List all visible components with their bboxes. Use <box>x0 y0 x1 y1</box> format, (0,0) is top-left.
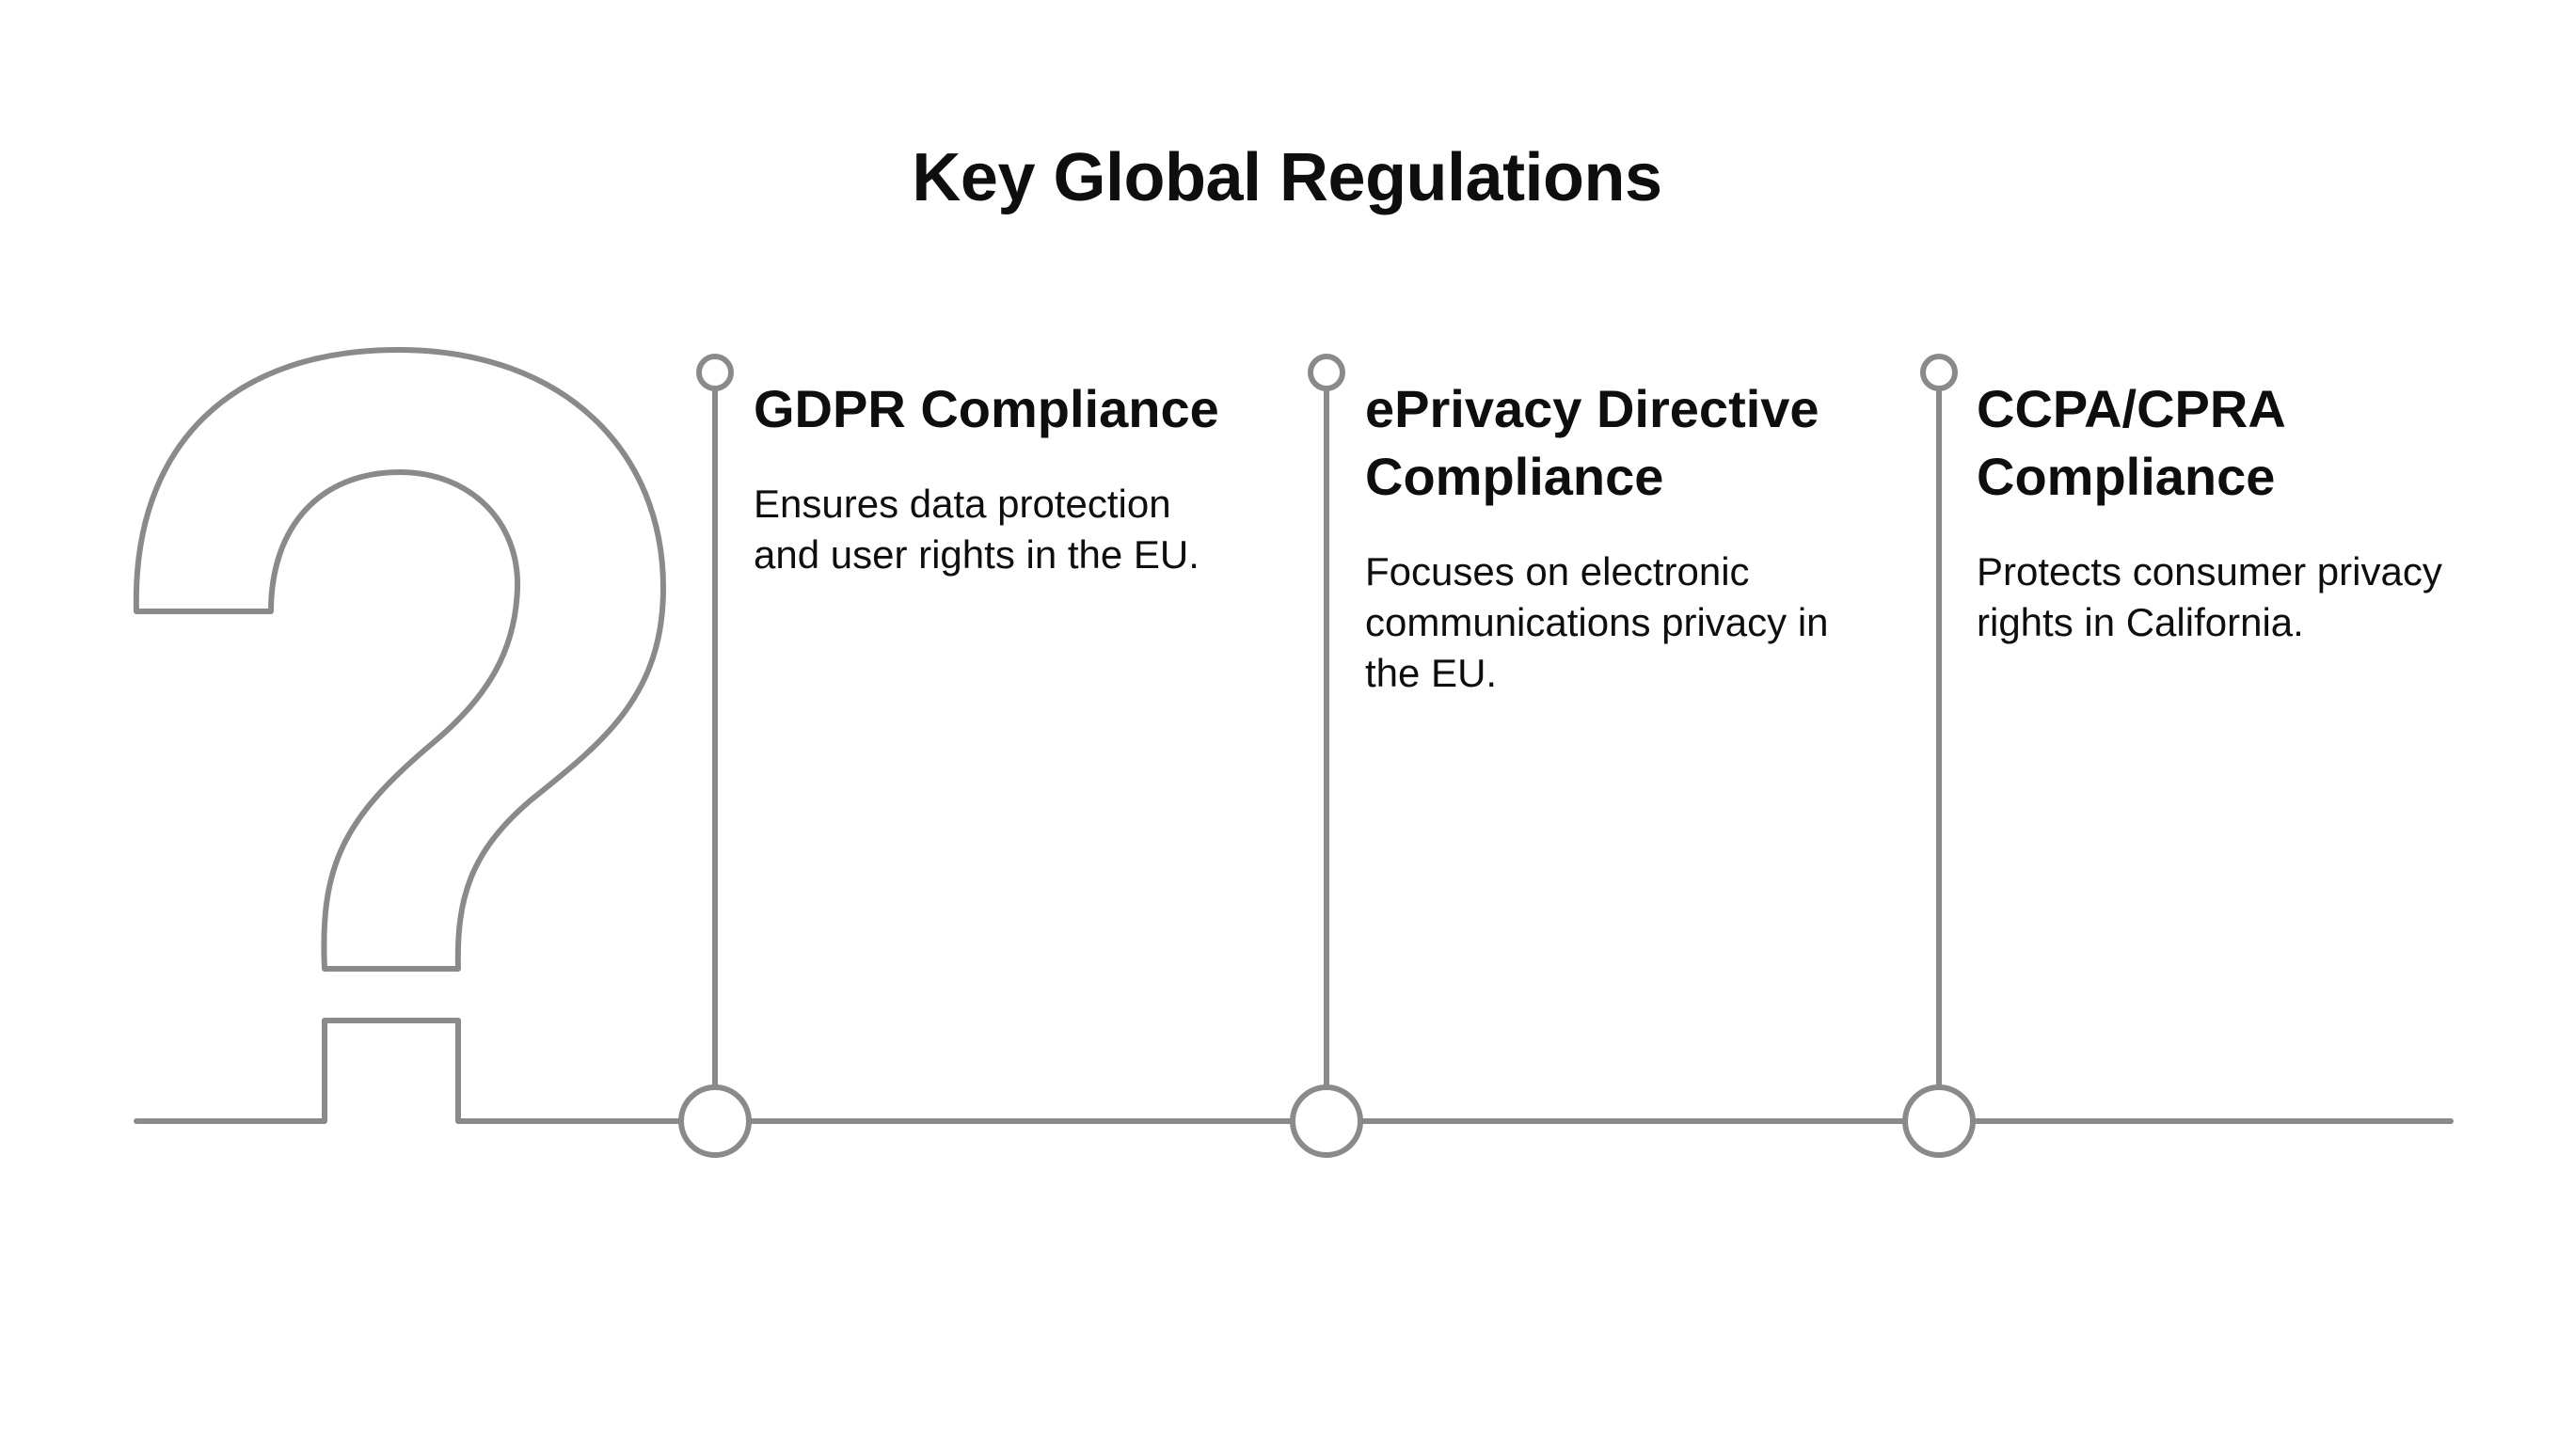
regulation-card-gdpr: GDPR Compliance Ensures data protection … <box>754 375 1243 580</box>
timeline-node-2 <box>1290 1084 1363 1158</box>
timeline-baseline <box>134 1018 684 1124</box>
regulation-description: Focuses on electronic communications pri… <box>1365 549 1829 695</box>
regulation-description: Protects consumer privacy rights in Cali… <box>1977 549 2442 644</box>
timeline-pin-1 <box>696 354 734 391</box>
regulation-heading: GDPR Compliance <box>754 379 1219 438</box>
timeline-node-3 <box>1902 1084 1976 1158</box>
regulation-card-ccpa: CCPA/CPRA Compliance Protects consumer p… <box>1977 375 2466 648</box>
page-title: Key Global Regulations <box>912 140 1662 215</box>
timeline-pin-3 <box>1920 354 1958 391</box>
question-mark-outline-icon <box>133 346 666 972</box>
timeline-node-1 <box>678 1084 752 1158</box>
regulation-card-eprivacy: ePrivacy Directive Compliance Focuses on… <box>1365 375 1854 699</box>
regulation-heading: CCPA/CPRA Compliance <box>1977 379 2284 506</box>
regulation-description: Ensures data protection and user rights … <box>754 482 1200 577</box>
timeline-pin-2 <box>1308 354 1345 391</box>
regulation-heading: ePrivacy Directive Compliance <box>1365 379 1819 506</box>
